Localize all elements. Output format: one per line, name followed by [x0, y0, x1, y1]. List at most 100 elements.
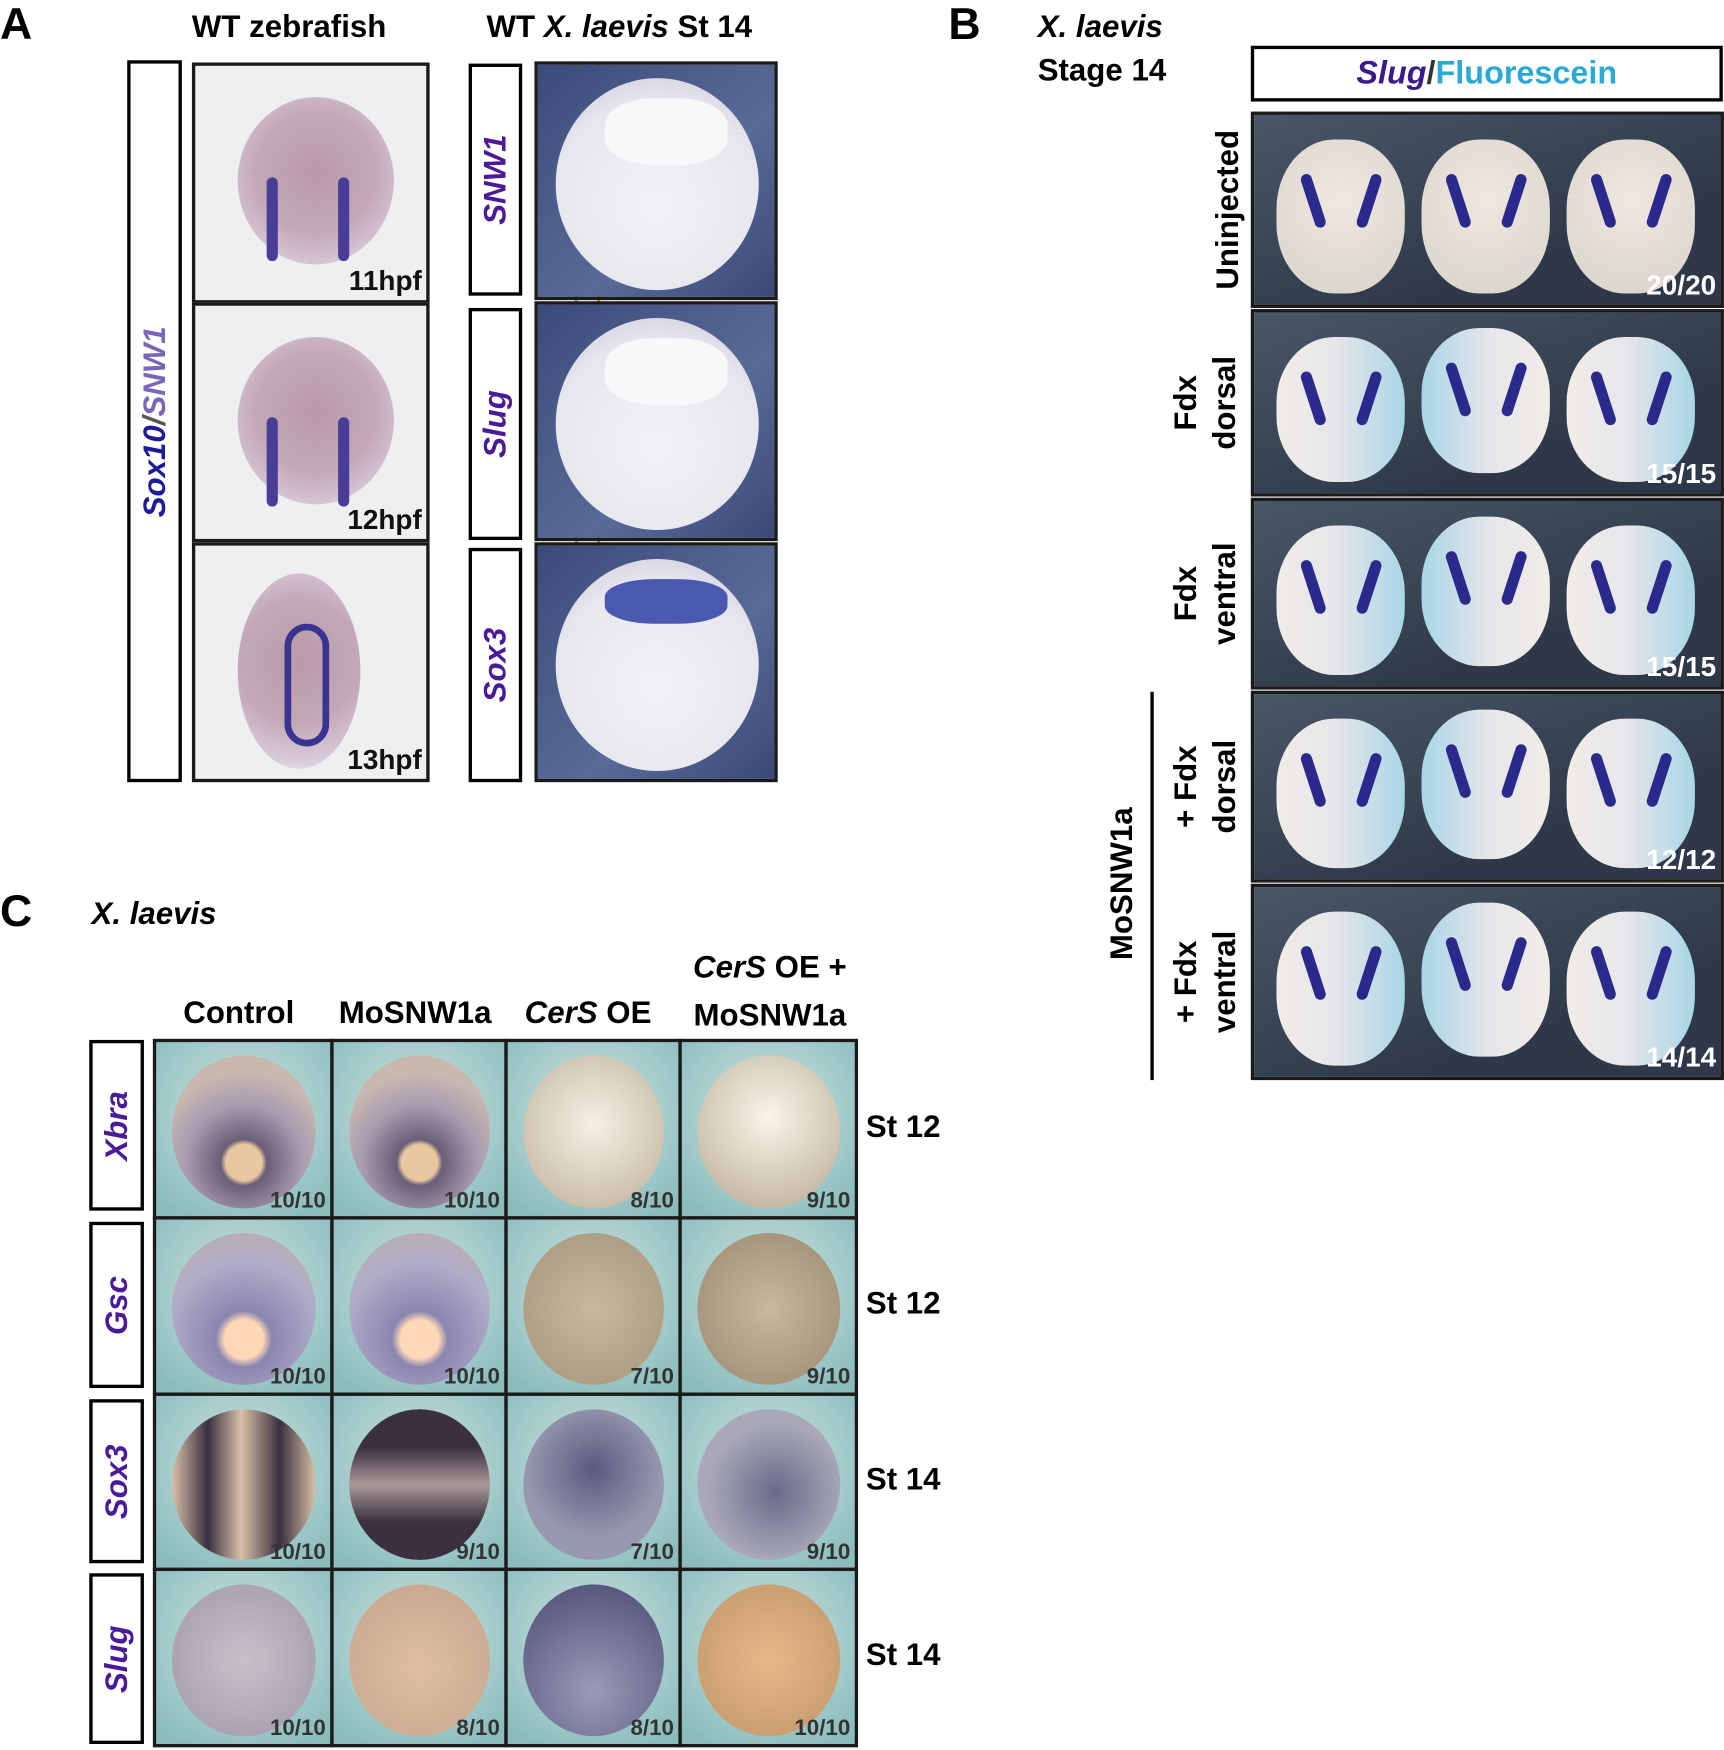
slug-stain — [1444, 549, 1473, 607]
xenopus-embryo-image — [534, 542, 778, 783]
embryo — [1566, 139, 1695, 294]
probe-label: SNW1 — [477, 134, 513, 225]
slug-stain — [1444, 742, 1473, 800]
embryo-row-image: 15/15 — [1250, 309, 1724, 497]
column-header-line: Control — [183, 989, 294, 1037]
embryo-count: 20/20 — [1646, 270, 1717, 302]
group-label: MoSNW1a — [1104, 807, 1139, 961]
embryo-count: 12/12 — [1646, 844, 1717, 876]
embryo — [171, 1584, 316, 1737]
probe-label: Slug — [477, 390, 513, 458]
slug-stain — [1299, 751, 1328, 809]
b-species: X. laevis — [1037, 8, 1163, 44]
slug-stain — [1500, 742, 1529, 800]
condition-text: OE + — [765, 949, 847, 985]
zebrafish-embryo-image: 12hpf — [191, 302, 430, 543]
embryo — [1276, 525, 1405, 676]
embryo — [1421, 328, 1550, 474]
embryo — [697, 1584, 841, 1737]
slug-stain — [1645, 751, 1674, 809]
stain-header: Slug/Fluorescein — [1250, 45, 1723, 102]
embryo-image: 8/10 — [504, 1567, 682, 1748]
embryo — [1276, 718, 1405, 869]
embryo-count: 15/15 — [1646, 651, 1717, 683]
xenopus-probe-label-box: Sox3 — [468, 547, 523, 783]
column-header: MoSNW1a — [339, 989, 492, 1037]
embryo — [697, 1409, 841, 1560]
embryo-row-image: 12/12 — [1250, 690, 1724, 883]
probe-label: Sox3 — [477, 627, 513, 703]
panel-a-letter: A — [0, 0, 33, 50]
slug-stain — [1355, 558, 1384, 616]
embryo — [171, 1232, 316, 1385]
slug-stain — [1589, 558, 1618, 616]
column-header: CerS OE — [525, 989, 652, 1037]
neural-crest-stain — [338, 417, 350, 507]
condition-text: MoSNW1a — [338, 995, 492, 1030]
slug-stain — [1444, 172, 1473, 230]
embryo — [349, 1584, 490, 1737]
row-label-line2: ventral — [1207, 930, 1242, 1034]
xenopus-embryo-image — [534, 61, 778, 301]
embryo-row-image: 14/14 — [1250, 883, 1724, 1081]
embryo-count: 10/10 — [444, 1364, 500, 1390]
embryo-count: 7/10 — [630, 1364, 674, 1390]
slug-stain — [1299, 944, 1328, 1002]
column-header: Control — [183, 989, 294, 1037]
panel-c-letter: C — [0, 887, 33, 937]
row-label-line2: dorsal — [1207, 739, 1242, 834]
probe-label-box: Xbra — [89, 1039, 144, 1211]
embryo — [349, 1055, 490, 1209]
embryo-count: 9/10 — [806, 1539, 851, 1565]
slug-stain — [1444, 361, 1473, 418]
embryo — [523, 1409, 664, 1560]
embryo — [1566, 336, 1695, 483]
embryo — [1276, 139, 1405, 294]
zebrafish-embryo-image: 11hpf — [191, 62, 430, 304]
embryo-image: 9/10 — [678, 1216, 859, 1396]
probe-label: Xbra — [98, 1090, 134, 1161]
embryo — [1566, 911, 1695, 1066]
slug-stain — [1299, 558, 1328, 616]
panel-b-letter: B — [948, 0, 981, 50]
slug-stain — [1355, 172, 1384, 230]
embryo — [1421, 516, 1550, 667]
embryo-count: 15/15 — [1646, 458, 1717, 490]
slug-stain — [1355, 751, 1384, 809]
slug-stain — [1645, 172, 1674, 230]
stage-label: 13hpf — [347, 744, 422, 776]
embryo-count: 10/10 — [269, 1716, 326, 1741]
neural-crest-stain — [266, 417, 278, 507]
stage-label: St 14 — [865, 1461, 941, 1496]
embryo-count: 8/10 — [630, 1188, 674, 1213]
slug-stain — [1645, 944, 1674, 1002]
embryo — [523, 1055, 664, 1209]
row-label-line1: + Fdx — [1168, 940, 1203, 1024]
group-bracket — [1150, 691, 1154, 1081]
embryo — [1421, 139, 1550, 294]
row-label-line2: dorsal — [1207, 355, 1242, 450]
embryo-image: 7/10 — [504, 1216, 682, 1396]
xenopus-probe-label-box: SNW1 — [468, 63, 523, 296]
column-header-line: CerS OE + — [693, 943, 847, 991]
embryo — [349, 1232, 490, 1385]
embryo — [237, 336, 394, 505]
slug-stain — [1500, 361, 1529, 418]
title-suffix: St 14 — [668, 8, 753, 44]
embryo — [1276, 336, 1405, 483]
column-header-line2: MoSNW1a — [693, 997, 847, 1033]
slug-stain — [1645, 558, 1674, 616]
embryo-image: 9/10 — [330, 1392, 508, 1572]
embryo-count: 10/10 — [269, 1188, 326, 1213]
slug-stain — [1355, 370, 1384, 427]
embryo — [697, 1232, 841, 1385]
slug-stain — [1589, 944, 1618, 1002]
zebrafish-embryo-image: 13hpf — [191, 542, 430, 783]
embryo-image: 10/10 — [678, 1567, 859, 1748]
embryo-count: 10/10 — [794, 1716, 851, 1741]
embryo — [1566, 525, 1695, 676]
embryo — [171, 1409, 316, 1560]
fluorescein-label: Fluorescein — [1435, 55, 1618, 92]
